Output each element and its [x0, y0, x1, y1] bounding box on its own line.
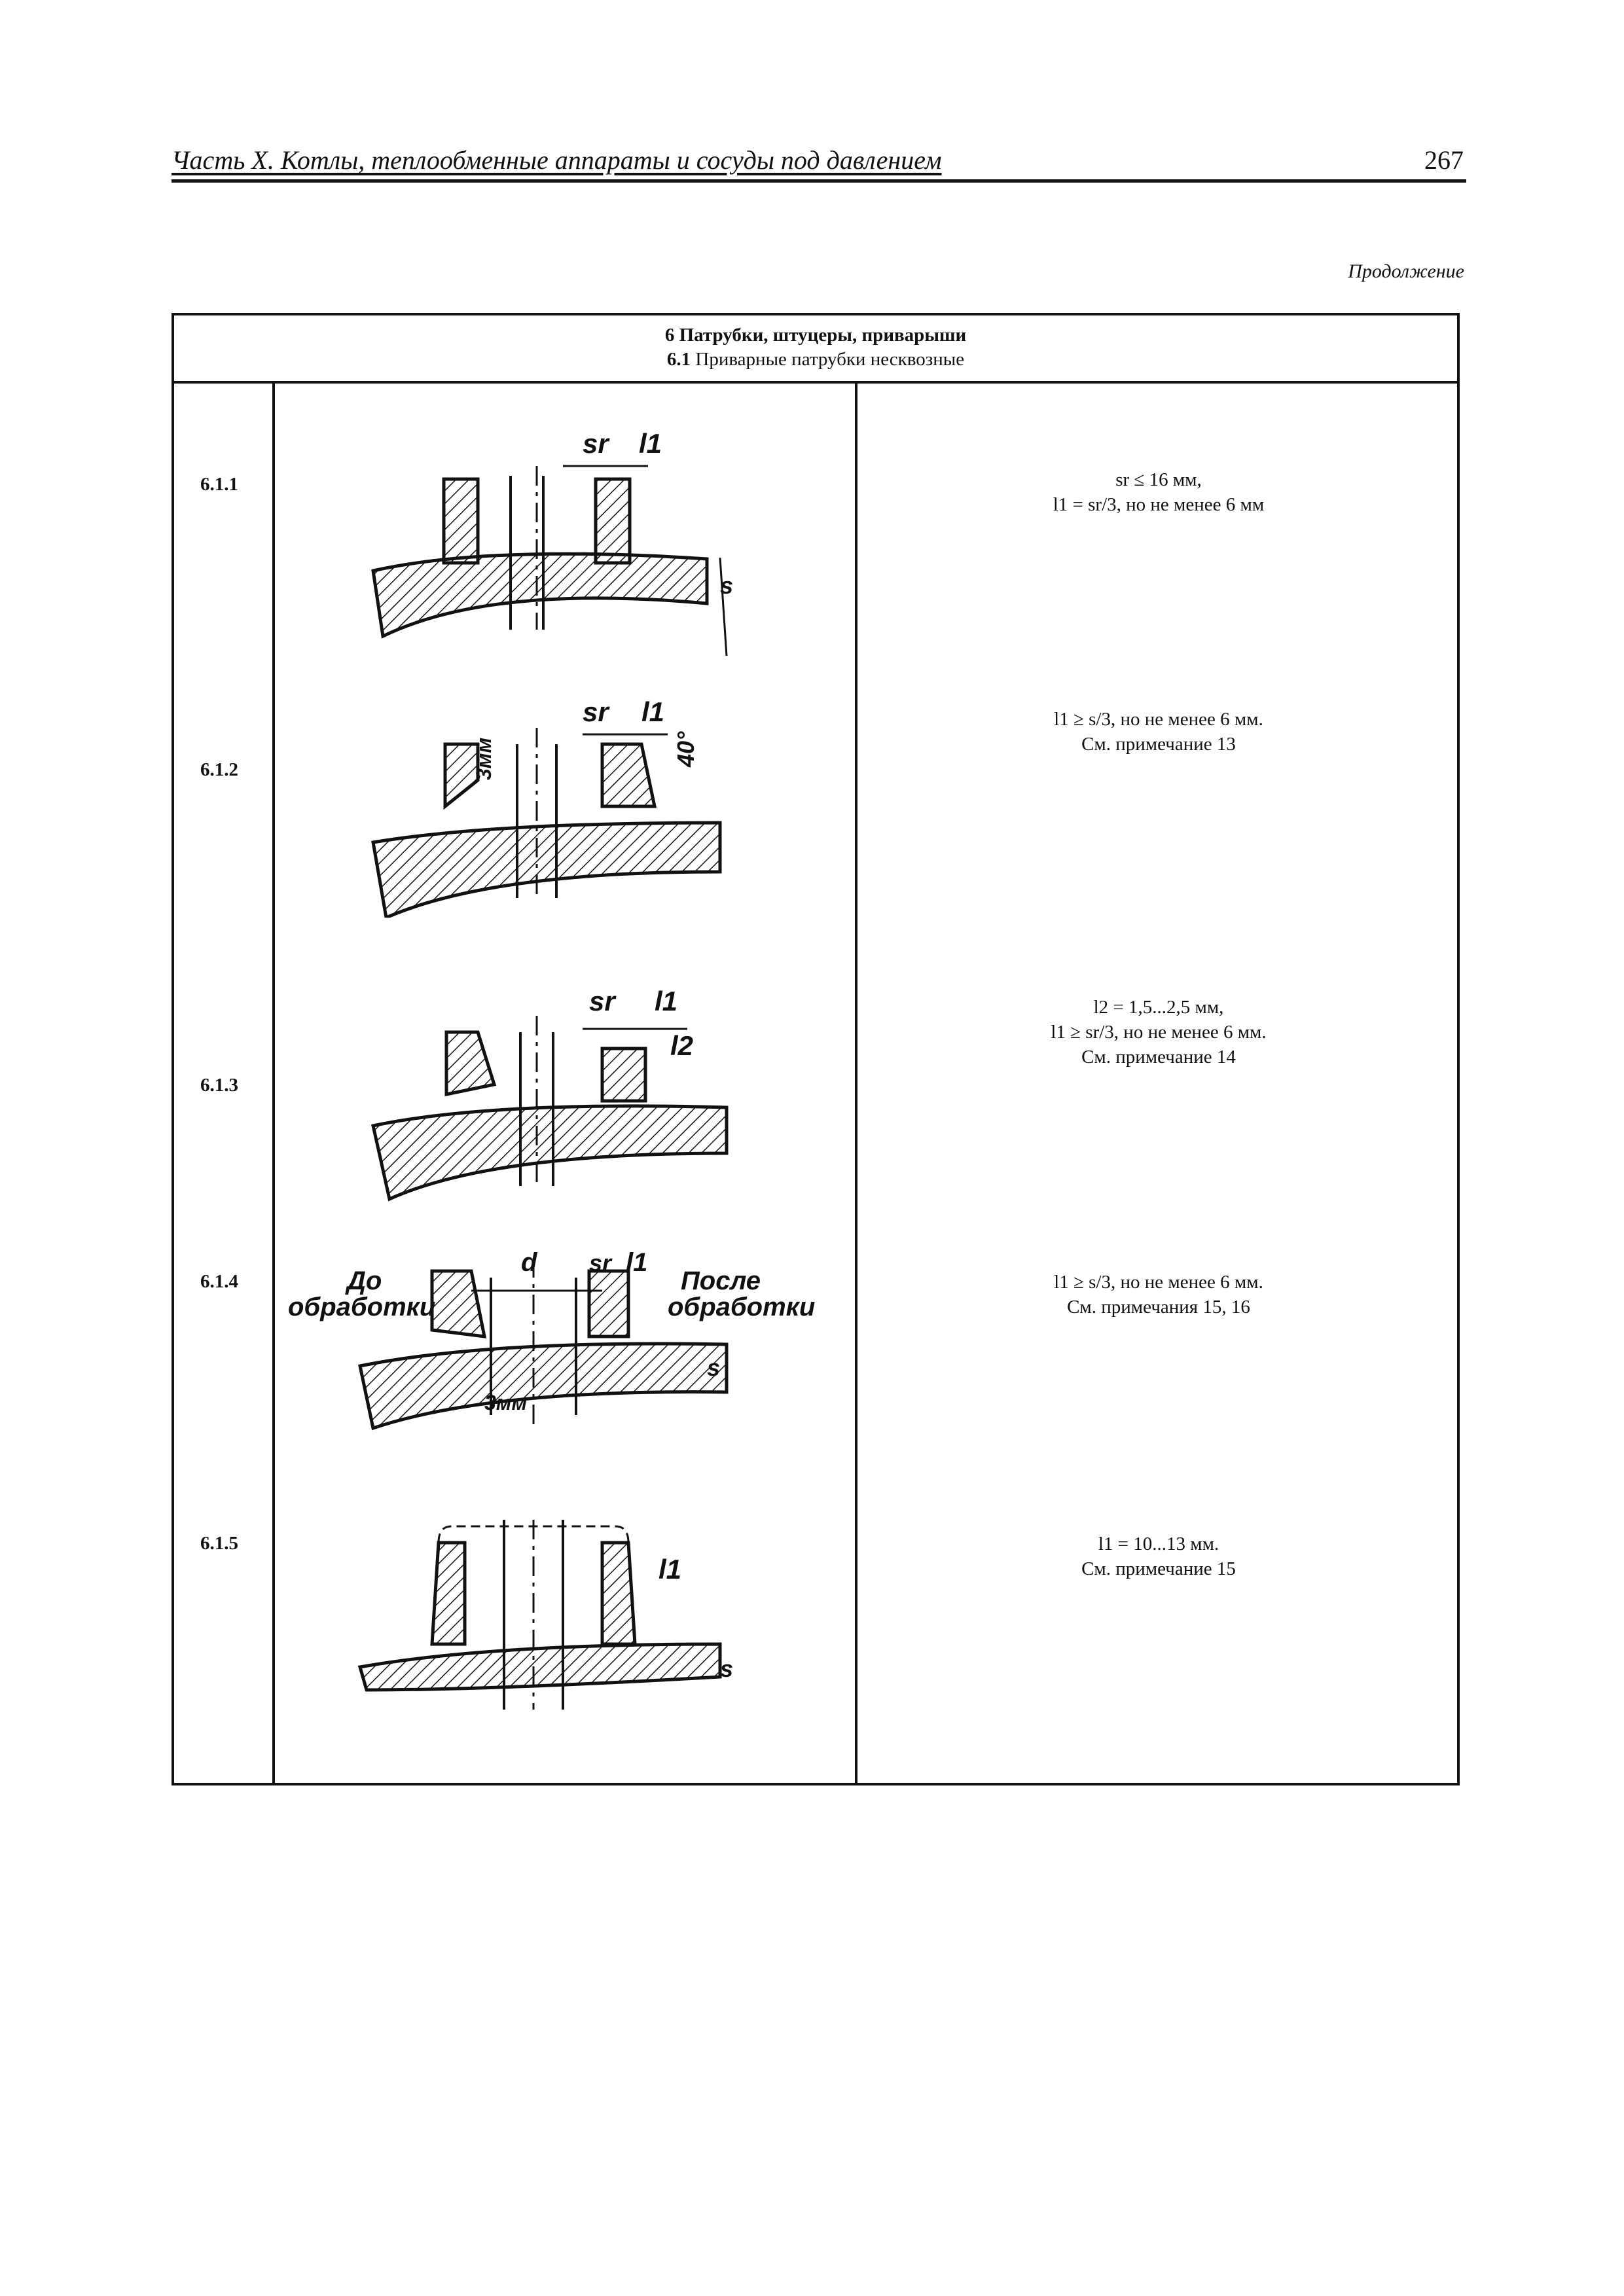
description-line: l1 ≥ s/3, но не менее 6 мм. [1054, 709, 1263, 730]
label-d: d [521, 1248, 538, 1277]
label-sr: sr [589, 1249, 613, 1276]
description-line: l1 ≥ sr/3, но не менее 6 мм. [1051, 1022, 1267, 1043]
label-3mm: 3мм [472, 738, 496, 780]
shell-wall [371, 821, 722, 918]
nozzle-wall-right [594, 477, 632, 565]
weld-drawing-6-1-3: sr l1 l2 [371, 986, 729, 1202]
row-number: 6.1.1 [200, 474, 238, 495]
label-sr: sr [583, 428, 610, 459]
shell-wall [371, 552, 709, 639]
table-header: 6 Патрубки, штуцеры, приварыши 6.1 Прива… [174, 315, 1457, 384]
shell-wall [358, 1342, 729, 1431]
label-l1: l1 [626, 1248, 647, 1277]
continuation-label: Продолжение [1348, 260, 1464, 282]
row-number: 6.1.3 [200, 1075, 238, 1096]
description-line: l1 = 10...13 мм. [1098, 1534, 1219, 1554]
weld-drawing-6-1-2: sr l1 3мм 40° [371, 696, 722, 918]
label-40deg: 40° [672, 731, 699, 768]
nozzle-wall-left [442, 477, 480, 565]
shell-wall [357, 1642, 722, 1692]
row-number: 6.1.5 [200, 1533, 238, 1554]
nozzle-wall-left [444, 1030, 497, 1097]
label-l2: l2 [670, 1030, 693, 1061]
column-divider [272, 384, 275, 1783]
nozzle-wall-right [600, 742, 657, 808]
weld-drawing-6-1-5: l1 s [357, 1520, 733, 1710]
weld-drawing-6-1-4: d sr l1 До обработки После обработки s 3… [288, 1248, 815, 1431]
shell-wall [371, 1104, 729, 1202]
row-description: l2 = 1,5...2,5 мм, l1 ≥ sr/3, но не мене… [857, 995, 1460, 1069]
description-line: sr ≤ 16 мм, [1115, 469, 1202, 490]
description-line: См. примечание 15 [1081, 1558, 1236, 1579]
nozzle-wall-left [430, 1269, 487, 1338]
row-description: l1 ≥ s/3, но не менее 6 мм. См. примечан… [857, 707, 1460, 757]
label-s: s [707, 1354, 720, 1381]
label-before-2: обработки [288, 1293, 435, 1321]
running-head-title: Часть X. Котлы, теплообменные аппараты и… [171, 145, 942, 175]
row-number: 6.1.4 [200, 1271, 238, 1292]
label-l1: l1 [659, 1554, 681, 1585]
column-divider [855, 384, 857, 1783]
label-sr: sr [583, 696, 610, 727]
row-description: l1 ≥ s/3, но не менее 6 мм. См. примечан… [857, 1270, 1460, 1319]
nozzle-wall-right [587, 1269, 630, 1338]
label-s: s [720, 1655, 733, 1682]
subsection-number: 6.1 [666, 349, 691, 370]
row-number: 6.1.2 [200, 759, 238, 780]
label-sr: sr [589, 986, 617, 1016]
subsection-text: Приварные патрубки несквозные [695, 349, 965, 370]
label-before-1: До [345, 1266, 382, 1295]
nozzle-wall-right [600, 1541, 637, 1646]
nozzle-wall-left [443, 742, 480, 810]
running-head: Часть X. Котлы, теплообменные аппараты и… [171, 143, 1466, 183]
subsection-title: 6.1 Приварные патрубки несквозные [174, 346, 1457, 370]
page-number: 267 [1424, 145, 1464, 175]
label-l1: l1 [639, 428, 662, 459]
description-line: l1 = sr/3, но не менее 6 мм [1053, 494, 1265, 515]
weld-table: 6 Патрубки, штуцеры, приварыши 6.1 Прива… [171, 313, 1460, 1785]
label-l1: l1 [641, 696, 664, 727]
description-line: См. примечание 14 [1081, 1047, 1236, 1067]
row-description: sr ≤ 16 мм, l1 = sr/3, но не менее 6 мм [857, 467, 1460, 517]
label-after-2: обработки [668, 1293, 815, 1321]
description-line: l2 = 1,5...2,5 мм, [1093, 997, 1224, 1018]
section-title: 6 Патрубки, штуцеры, приварыши [664, 325, 967, 346]
label-after-1: После [681, 1266, 761, 1295]
description-line: См. примечание 13 [1081, 734, 1236, 755]
label-3mm: 3мм [484, 1391, 527, 1414]
label-l1: l1 [655, 986, 677, 1016]
description-line: l1 ≥ s/3, но не менее 6 мм. [1054, 1272, 1263, 1293]
weld-drawing-6-1-1: sr l1 s [371, 428, 733, 656]
nozzle-wall-right [600, 1047, 647, 1103]
label-s: s [720, 572, 733, 599]
description-line: См. примечания 15, 16 [1067, 1297, 1250, 1318]
row-description: l1 = 10...13 мм. См. примечание 15 [857, 1532, 1460, 1581]
nozzle-wall-left [430, 1541, 467, 1646]
